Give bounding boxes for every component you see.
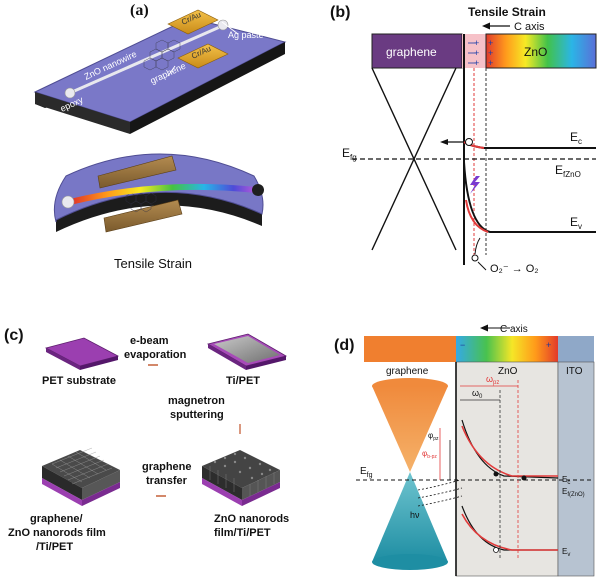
ec-label: Ec <box>570 130 582 146</box>
zno-label-d: ZnO <box>498 366 518 377</box>
graphene-block <box>371 33 463 69</box>
zno-nanorods-shape <box>202 450 280 506</box>
d-c-axis-label: C axis <box>500 324 528 335</box>
panel-c: (c) PET substrate e-beam evaporation Ti/… <box>0 300 300 580</box>
panel-d-label: (d) <box>334 337 354 354</box>
phi-bpz-label: φb-pz <box>422 449 437 460</box>
efg-label: Efg <box>342 146 357 162</box>
electron <box>465 138 473 146</box>
phi-pz-label: φpz <box>428 431 439 442</box>
magnetron-label: magnetron <box>168 395 225 407</box>
zno-block-label: ZnO <box>524 45 547 59</box>
d-conduction-band <box>461 419 559 479</box>
final-film-label-2: ZnO nanorods film <box>8 527 106 539</box>
panel-a-illustration: Cr/Au Cr/Au Ag paste ZnO nanowire graphe… <box>33 9 287 271</box>
dirac-line-2 <box>371 67 457 251</box>
panel-c-label: (c) <box>4 327 24 344</box>
graphene-block-label: graphene <box>386 45 437 59</box>
strained-nanowire <box>67 183 259 205</box>
d-efg-label: Efg <box>360 466 373 479</box>
graphene-transfer-label-2: transfer <box>146 475 188 487</box>
svg-text:+: + <box>488 58 493 68</box>
zno-film-label-2: film/Ti/PET <box>214 527 271 539</box>
graphene-bar <box>364 336 456 362</box>
svg-text:+: + <box>474 38 479 48</box>
valence-band <box>463 161 596 233</box>
zno-bar <box>456 336 558 362</box>
ev-label: Ev <box>570 215 582 231</box>
bent-ag-right <box>252 184 264 196</box>
bent-substrate <box>56 192 262 232</box>
ag-paste-left <box>64 87 76 99</box>
ag-paste-right <box>217 19 229 31</box>
ito-bar <box>558 336 594 362</box>
light-bolt <box>470 176 480 194</box>
final-film-label-1: graphene/ <box>30 513 83 525</box>
graphene-transfer-label-1: graphene <box>142 461 192 473</box>
final-film-label-3: /Ti/PET <box>36 541 73 553</box>
ito-region <box>557 361 595 577</box>
d-efzno-label: Ef(ZnO) <box>562 487 585 498</box>
panel-b-label: (b) <box>330 4 350 21</box>
svg-text:+: + <box>546 340 551 350</box>
zno-film-label-1: ZnO nanorods <box>214 513 289 525</box>
bent-pad-bottom <box>103 199 183 233</box>
o2-reaction: O₂⁻ → O₂ <box>490 263 539 275</box>
ti-pet-label: Ti/PET <box>226 375 260 387</box>
efzno-label: EfZnO <box>555 163 581 179</box>
cone-top <box>372 386 448 472</box>
ebeam-label: e-beam <box>130 335 169 347</box>
evaporation-label: evaporation <box>124 349 187 361</box>
ito-label-d: ITO <box>566 366 583 377</box>
panel-b-band-diagram: (b) Tensile Strain C axis graphene ZnO +… <box>330 4 597 275</box>
panel-c-process-flow: (c) PET substrate e-beam evaporation Ti/… <box>4 327 289 553</box>
svg-text:+: + <box>474 58 479 68</box>
hv-label: hν <box>410 510 420 520</box>
zno-block <box>485 33 597 69</box>
graphene-patch <box>143 39 181 71</box>
d-ec-label: Ec <box>562 475 570 486</box>
final-device-shape <box>42 447 120 506</box>
cr-au-pad-bottom <box>177 43 229 69</box>
cr-au-pad-top <box>167 9 219 35</box>
svg-text:+: + <box>488 48 493 58</box>
panel-a: (a) <box>0 0 300 300</box>
d-c-axis-arrow <box>480 324 488 332</box>
zno-nanowire <box>71 24 223 94</box>
tensile-strain-title: Tensile Strain <box>468 5 546 19</box>
sputtering-label: sputtering <box>170 409 224 421</box>
pet-substrate-label: PET substrate <box>42 375 116 387</box>
omega-0-label: ω0 <box>472 388 483 400</box>
hole <box>471 254 479 262</box>
c-axis-arrow <box>482 22 490 30</box>
svg-text:+: + <box>474 48 479 58</box>
graphene-label-d: graphene <box>386 366 429 377</box>
bent-ag-left <box>61 195 75 209</box>
cone-bottom <box>372 472 448 562</box>
panel-d-band-diagram: (d) C axis − + graphene ZnO ITO Efg <box>334 324 595 577</box>
tensile-strain-caption: Tensile Strain <box>114 256 192 271</box>
ag-paste-label: Ag paste <box>228 30 264 40</box>
bent-pad-top <box>97 155 177 189</box>
panel-d: (d) C axis − + graphene ZnO ITO Efg <box>300 300 600 580</box>
svg-text:−: − <box>460 340 465 350</box>
d-ev-label: Ev <box>562 547 570 558</box>
panel-a-label: (a) <box>130 2 149 19</box>
svg-text:+: + <box>488 38 493 48</box>
panel-b: (b) Tensile Strain C axis graphene ZnO +… <box>300 0 600 300</box>
c-axis-label: C axis <box>514 21 545 33</box>
zno-region <box>455 361 559 577</box>
omega-pz-label: ωpz <box>486 374 499 386</box>
